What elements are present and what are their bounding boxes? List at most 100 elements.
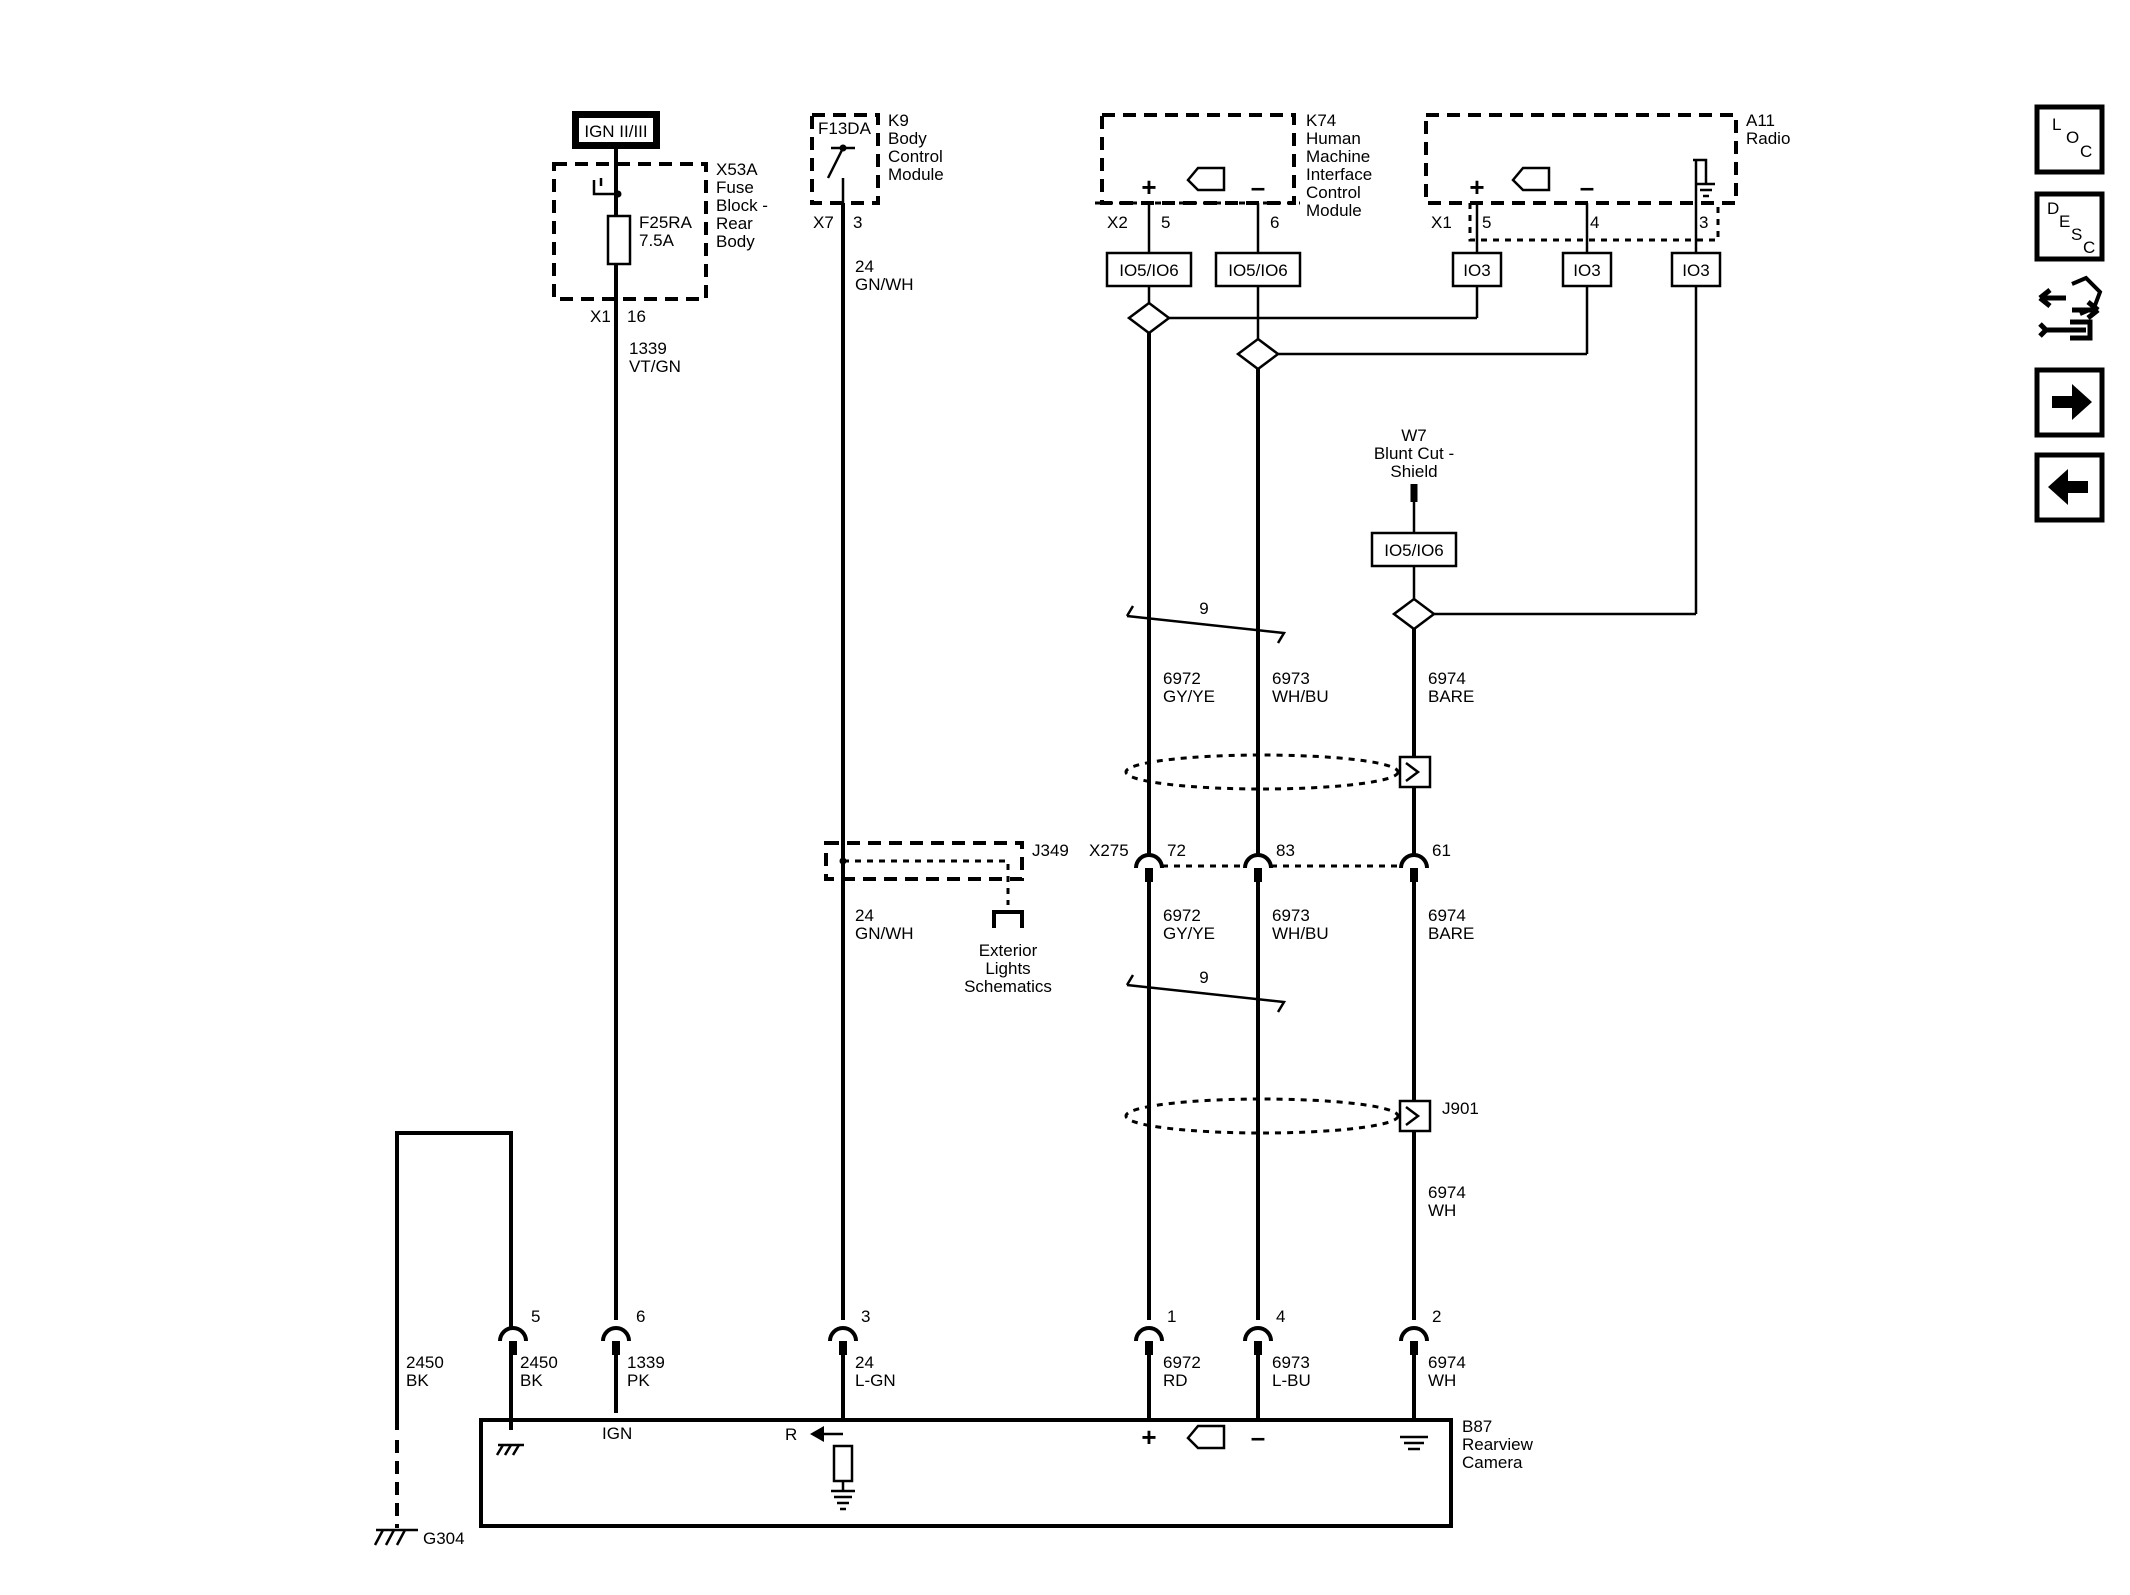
fuse-block: X53A Fuse Block - Rear Body F25RA 7.5A X…	[552, 160, 768, 326]
bus-tag-1: IO5/IO6	[1105, 251, 1193, 288]
camera-pin-2: 2	[1432, 1307, 1441, 1326]
ground-wire-num: 2450	[406, 1353, 444, 1372]
twist-count-middle: 9	[1199, 968, 1208, 987]
lower-6972-color: RD	[1163, 1371, 1188, 1390]
hmi-name-3: Machine	[1306, 147, 1370, 166]
svg-text:IO5/IO6: IO5/IO6	[1119, 261, 1179, 280]
fuse-block-name-1: X53A	[716, 160, 758, 179]
j349-ref-1[interactable]: Exterior	[979, 941, 1038, 960]
connector-x275: X275 72 83 61	[1089, 841, 1451, 882]
x275-label: X275	[1089, 841, 1129, 860]
desc-c: C	[2083, 238, 2095, 257]
radio-module: + – A11 Radio X1 5 4 3	[1424, 111, 1790, 242]
fuse-block-name-3: Block -	[716, 196, 768, 215]
lower-2450-color: BK	[520, 1371, 543, 1390]
shield-name-1: W7	[1401, 426, 1427, 445]
connector-ref-icon	[992, 910, 1024, 928]
chassis-ground-icon-camera	[495, 1443, 524, 1456]
cable-shield-upper	[1124, 753, 1432, 791]
svg-text:IO3: IO3	[1463, 261, 1490, 280]
radio-pin-plus: 5	[1482, 213, 1491, 232]
upper-6972-num: 6972	[1163, 669, 1201, 688]
hmi-pin-minus: 6	[1270, 213, 1279, 232]
j349-ref-2[interactable]: Lights	[985, 959, 1030, 978]
j349-wire-num: 24	[855, 906, 874, 925]
splice-diamond-icon	[1391, 597, 1437, 631]
arrow-left-icon	[810, 1426, 824, 1442]
lower-6974-color: WH	[1428, 1371, 1456, 1390]
fuse-rating-1: F25RA	[639, 213, 693, 232]
bcm-name-3: Control	[888, 147, 943, 166]
ground-icon-radio	[1693, 158, 1715, 198]
middle-wire-labels: 6972 GY/YE 6973 WH/BU 6974 BARE 9	[1125, 906, 1474, 1013]
camera-name-1: B87	[1462, 1417, 1492, 1436]
lower-24-num: 24	[855, 1353, 874, 1372]
wire-1339-color: VT/GN	[629, 357, 681, 376]
fuse-block-name-2: Fuse	[716, 178, 754, 197]
back-button[interactable]	[2034, 452, 2105, 523]
hmi-name-1: K74	[1306, 111, 1336, 130]
pin-83-icon	[1243, 853, 1273, 869]
bcm-switch-label: F13DA	[818, 119, 872, 138]
radio-minus-icon: –	[1580, 172, 1594, 202]
ignition-label: IGN II/III	[584, 122, 647, 141]
fuse-icon	[606, 214, 632, 266]
upper-6973-num: 6973	[1272, 669, 1310, 688]
fuse-block-name-5: Body	[716, 232, 755, 251]
splice-j349: J349 24 GN/WH Exterior Lights Schematics	[824, 841, 1069, 996]
hmi-connector: X2	[1107, 213, 1128, 232]
switch-icon	[826, 146, 855, 203]
radio-connector: X1	[1431, 213, 1452, 232]
lower-6974-num: 6974	[1428, 1353, 1466, 1372]
wire-24: 24 GN/WH	[841, 203, 914, 1420]
lower-1339-color: PK	[627, 1371, 650, 1390]
mid-6973-num: 6973	[1272, 906, 1310, 925]
hmi-name-6: Module	[1306, 201, 1362, 220]
desc-s: S	[2071, 225, 2082, 244]
ignition-source: IGN II/III	[572, 111, 660, 149]
bus-tag-2: IO5/IO6	[1214, 251, 1302, 288]
j349-ref-3[interactable]: Schematics	[964, 977, 1052, 996]
j349-label: J349	[1032, 841, 1069, 860]
resistor-icon	[832, 1444, 854, 1483]
camera-ign-label: IGN	[602, 1424, 632, 1443]
camera-plus-icon: +	[1141, 1422, 1156, 1452]
wire-1339-num: 1339	[629, 339, 667, 358]
bcm-name-1: K9	[888, 111, 909, 130]
bus-tag-6	[1370, 531, 1458, 568]
bcm-pin: 3	[853, 213, 862, 232]
svg-text:IO3: IO3	[1682, 261, 1709, 280]
ground-label: G304	[423, 1529, 465, 1548]
wrench-icon	[2038, 319, 2093, 341]
radio-name-2: Radio	[1746, 129, 1790, 148]
splice-diamond-icon	[1126, 301, 1172, 335]
wire-1339: 1339 VT/GN	[614, 149, 681, 1413]
radio-pin-ground: 3	[1699, 213, 1708, 232]
svg-text:IO3: IO3	[1573, 261, 1600, 280]
hmi-pin-plus: 5	[1161, 213, 1170, 232]
connector-tool-button[interactable]	[2038, 275, 2103, 341]
camera-pin-1: 1	[1167, 1307, 1176, 1326]
lower-1339-num: 1339	[627, 1353, 665, 1372]
fuse-clip-icon	[592, 178, 618, 196]
fuse-block-connector: X1	[590, 307, 611, 326]
splice-diamond-icon	[1235, 337, 1281, 371]
body-control-module: F13DA K9 Body Control Module X7 3	[810, 111, 944, 232]
upper-6973-color: WH/BU	[1272, 687, 1329, 706]
lower-6973-color: L-BU	[1272, 1371, 1311, 1390]
hmi-name-2: Human	[1306, 129, 1361, 148]
lower-6973-num: 6973	[1272, 1353, 1310, 1372]
bcm-name-4: Module	[888, 165, 944, 184]
mid-6973-color: WH/BU	[1272, 924, 1329, 943]
twisted-pair-upper: 9 6972 GY/YE 6973 WH/BU 6974 BARE	[1125, 599, 1474, 706]
lower-2450-num: 2450	[520, 1353, 558, 1372]
radio-plus-icon: +	[1469, 172, 1484, 202]
camera-r-label: R	[785, 1425, 797, 1444]
desc-button[interactable]: D E S C	[2034, 191, 2105, 262]
arrow-left-nav-icon	[2048, 469, 2088, 505]
loc-button[interactable]: L O C	[2034, 104, 2105, 175]
shield-name-3: Shield	[1390, 462, 1437, 481]
hmi-plus-icon: +	[1141, 172, 1156, 202]
next-button[interactable]	[2034, 367, 2105, 438]
video-icon-camera	[1186, 1424, 1226, 1450]
